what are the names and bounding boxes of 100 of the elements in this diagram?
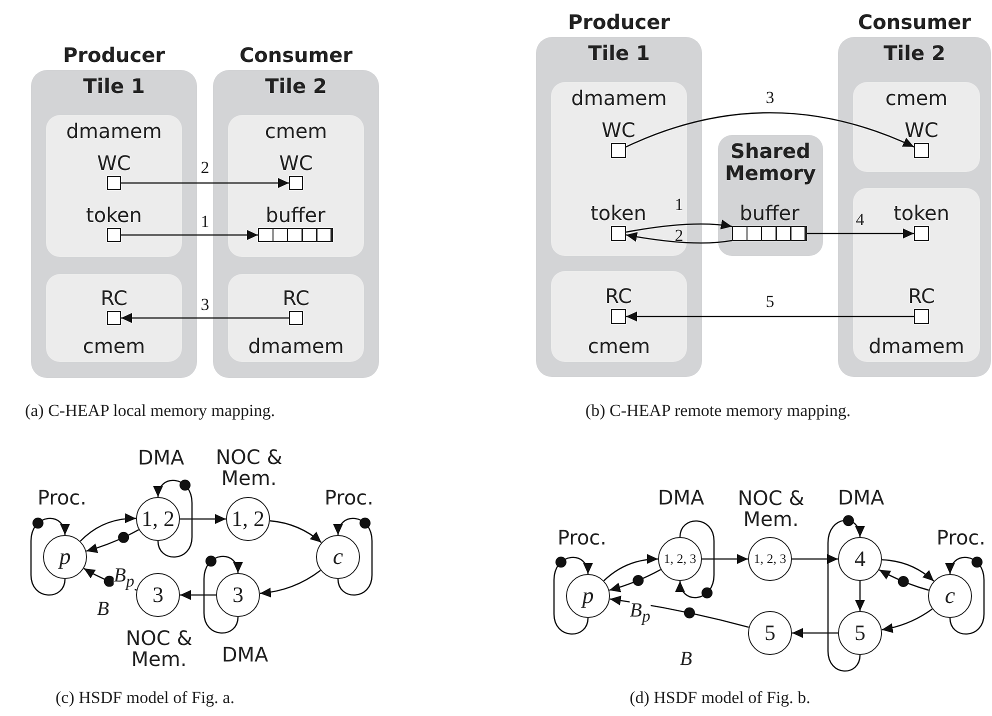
actor-caption: DMA xyxy=(220,644,270,666)
actor-label: 3 xyxy=(232,582,244,608)
edge-label: B$_{p}$ xyxy=(114,566,134,590)
arrow xyxy=(855,581,865,611)
region-label: dmamem xyxy=(247,335,345,357)
memory-region xyxy=(46,274,182,362)
actor-caption: Proc. xyxy=(935,528,987,548)
arrow xyxy=(882,559,934,582)
region-label: cmem xyxy=(264,120,328,142)
role-heading: Consumer xyxy=(239,44,353,66)
arrow xyxy=(121,230,258,240)
arrow xyxy=(626,232,732,244)
loop-arrow xyxy=(334,518,373,596)
tile-heading: Tile 1 xyxy=(587,42,651,64)
tile-heading: Tile 2 xyxy=(882,42,946,64)
arrow xyxy=(626,112,914,148)
region-label: dmamem xyxy=(570,87,668,109)
slot-label: WC xyxy=(904,119,938,141)
edge-label: 2 xyxy=(200,158,210,178)
slot-label: RC xyxy=(100,287,128,309)
actor-label: 1, 2, 3 xyxy=(754,552,786,566)
edge-label: 4 xyxy=(856,210,864,230)
actor-label: 5 xyxy=(764,620,776,646)
arrow xyxy=(180,590,216,600)
slot-label: WC xyxy=(279,152,313,174)
actor-label: 1, 2 xyxy=(232,506,264,532)
arrow xyxy=(626,220,732,233)
memory-region xyxy=(551,82,687,256)
actor-node xyxy=(748,611,792,655)
arrow xyxy=(180,514,226,524)
loop-arrow xyxy=(203,556,242,634)
loop-arrow xyxy=(154,480,193,558)
arrow xyxy=(626,312,914,322)
loop-arrow xyxy=(946,556,985,635)
slot-label: token xyxy=(86,204,142,226)
actor-caption: Proc. xyxy=(556,528,608,548)
arrow xyxy=(121,178,289,188)
shared-memory-panel xyxy=(718,135,823,256)
region-label: cmem xyxy=(586,335,652,357)
memory-region xyxy=(853,188,980,362)
arrow xyxy=(702,554,748,564)
actor-caption: NOC & Mem. xyxy=(736,488,806,530)
loop-arrow xyxy=(30,518,69,596)
tile-heading: Tile 1 xyxy=(82,75,146,97)
actor-caption: Proc. xyxy=(36,488,88,508)
arrow xyxy=(260,570,321,598)
arrow xyxy=(878,569,929,591)
edge-label: 3 xyxy=(766,88,774,108)
slot-label: token xyxy=(894,202,950,224)
arrow xyxy=(270,520,322,544)
actor-label: p xyxy=(582,583,594,609)
actor-node xyxy=(838,611,882,655)
actor-caption: DMA xyxy=(656,488,706,508)
buffer-label: buffer xyxy=(266,204,326,226)
role-heading: Producer xyxy=(62,44,166,66)
loop-arrow xyxy=(553,556,592,635)
arrow xyxy=(792,628,838,638)
edge-label: 5 xyxy=(766,292,774,312)
actor-label: 3 xyxy=(152,582,164,608)
actor-label: 5 xyxy=(854,620,866,646)
actor-caption: Proc. xyxy=(323,488,375,508)
arrow xyxy=(827,520,864,672)
memory-region xyxy=(46,115,182,257)
edge-label: B$_{p}$ xyxy=(630,600,650,626)
arrow xyxy=(121,313,289,323)
actor-caption: NOC & Mem. xyxy=(214,447,284,489)
actor-caption: DMA xyxy=(136,448,186,468)
arrow xyxy=(603,554,658,582)
region-label: dmamem xyxy=(868,335,966,357)
arrow xyxy=(792,554,838,564)
actor-label: p xyxy=(59,544,71,570)
slot-label: WC xyxy=(97,152,131,174)
memory-region xyxy=(228,274,364,362)
region-label: cmem xyxy=(884,87,949,109)
memory-region xyxy=(551,271,687,362)
figure-caption: (a) C-HEAP local memory mapping. xyxy=(24,401,276,421)
region-label: dmamem xyxy=(65,120,163,142)
edge-label: 3 xyxy=(200,295,210,315)
role-heading: Consumer xyxy=(858,11,972,33)
arrow xyxy=(86,529,140,553)
buffer-label: buffer xyxy=(740,202,800,224)
loop-arrow xyxy=(676,520,715,598)
memory-region xyxy=(853,82,980,172)
slot-label: RC xyxy=(605,285,632,307)
memory-region xyxy=(228,115,364,257)
actor-label: 1, 2 xyxy=(142,506,174,532)
figure-caption: (b) C-HEAP remote memory mapping. xyxy=(585,401,851,421)
slot-label: token xyxy=(590,202,646,224)
actor-label: c xyxy=(332,544,344,570)
tile-heading: Tile 2 xyxy=(264,75,328,97)
slot-label: WC xyxy=(602,119,636,141)
actor-caption: DMA xyxy=(836,488,886,508)
actor-label: 1, 2, 3 xyxy=(664,552,696,566)
arrow xyxy=(609,569,662,592)
actor-label: c xyxy=(944,583,956,609)
actor-caption: NOC & Mem. xyxy=(124,628,194,670)
arrow xyxy=(882,608,933,633)
arrow xyxy=(807,228,914,238)
edge-label: 1 xyxy=(200,212,210,232)
slot-label: RC xyxy=(282,287,310,309)
